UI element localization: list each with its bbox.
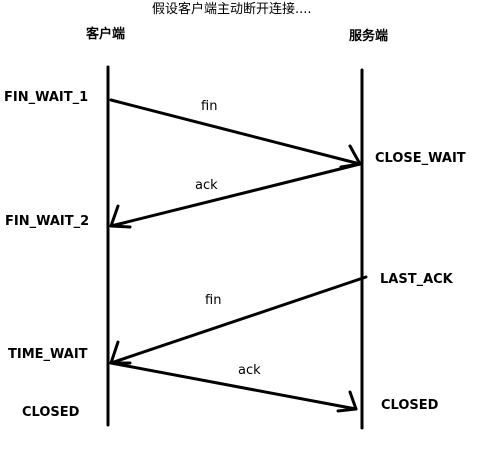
fin-arrow-2 — [109, 275, 368, 365]
client-label: 客户端 — [86, 26, 125, 42]
state-close-wait: CLOSE_WAIT — [375, 151, 466, 166]
ack-label-1: ack — [195, 178, 218, 193]
state-fin-wait-2: FIN_WAIT_2 — [5, 214, 89, 229]
state-fin-wait-1: FIN_WAIT_1 — [4, 90, 88, 105]
fin-arrow-1 — [109, 98, 362, 166]
state-time-wait: TIME_WAIT — [8, 347, 88, 362]
fin-label-2: fin — [205, 293, 221, 308]
ack-arrowhead-2 — [336, 390, 358, 413]
ack-arrowhead-1 — [109, 204, 132, 229]
ack-arrow-2 — [109, 361, 358, 411]
server-label: 服务端 — [349, 28, 388, 44]
state-last-ack: LAST_ACK — [380, 272, 454, 287]
ack-label-2: ack — [238, 363, 261, 378]
ack-arrow-1 — [109, 162, 362, 228]
state-client-closed: CLOSED — [22, 405, 80, 420]
state-server-closed: CLOSED — [381, 398, 439, 413]
fin-label-1: fin — [201, 99, 217, 114]
diagram-title: 假设客户端主动断开连接.... — [152, 1, 312, 17]
